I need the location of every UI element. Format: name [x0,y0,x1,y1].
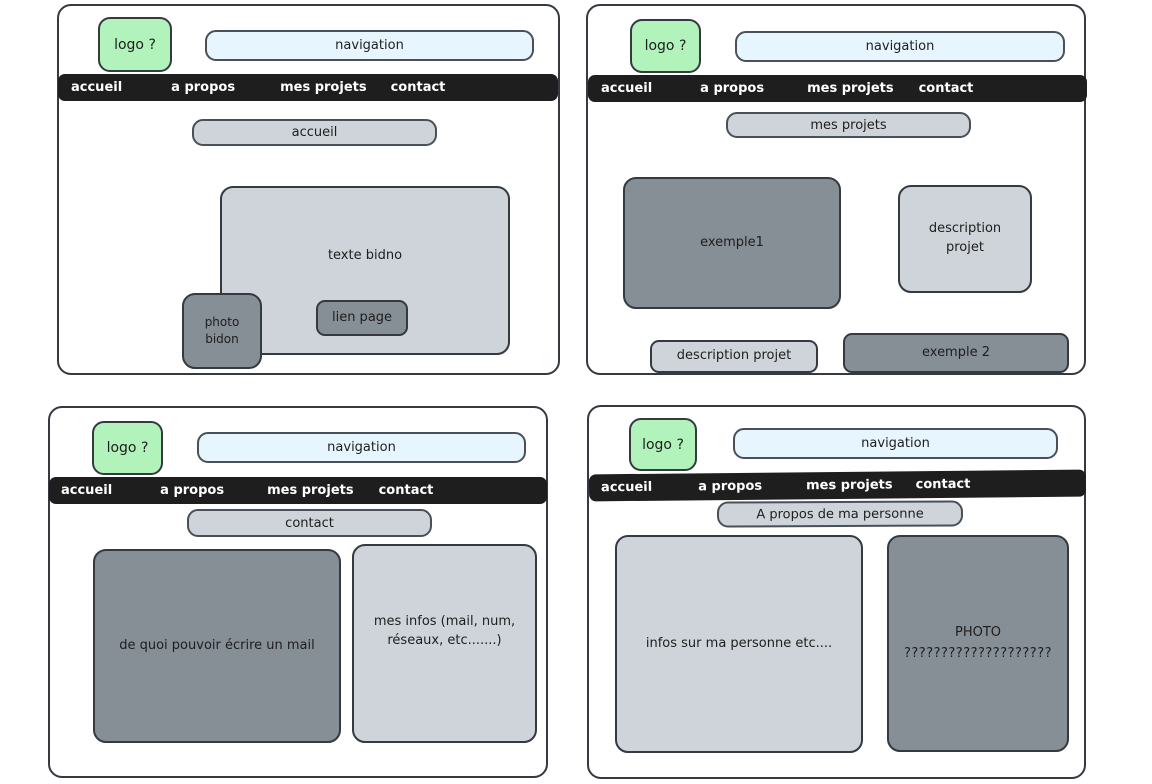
project-block-exemple-1-label: exemple1 [700,234,764,250]
project-description-bottom-label: description projet [676,348,792,364]
menu-item-contact-contact[interactable]: contact [378,483,434,498]
content-block-label: texte bidno [327,248,403,264]
menubar-contact[interactable]: accueil a propos mes projets contact [49,477,547,504]
about-photo-block: PHOTO ???????????????????? [887,535,1069,752]
page-title-projects: mes projets [726,112,971,138]
menu-item-mes-projets-projects[interactable]: mes projets [807,81,894,96]
page-title-contact: contact [187,509,432,537]
navigation-label-projects: navigation [865,39,935,54]
menu-item-a-propos-contact[interactable]: a propos [160,483,225,498]
page-title-label-about: A propos de ma personne [756,506,924,522]
page-title-home: accueil [192,119,437,146]
menu-item-mes-projets[interactable]: mes projets [280,80,367,95]
menubar-about[interactable]: accueil a propos mes projets contact [588,469,1087,502]
menu-item-accueil-about[interactable]: accueil [600,479,653,496]
menu-item-mes-projets-about[interactable]: mes projets [806,477,893,494]
navigation-bar[interactable]: navigation [205,30,534,61]
menu-item-a-propos-about[interactable]: a propos [698,478,763,495]
menu-item-accueil-projects[interactable]: accueil [601,81,653,96]
menu-item-contact[interactable]: contact [390,80,446,95]
contact-mail-block: de quoi pouvoir écrire un mail [93,549,341,743]
menu-item-a-propos-projects[interactable]: a propos [700,81,765,96]
logo-box[interactable]: logo ? [98,17,172,72]
project-description-bottom: description projet [650,340,818,373]
logo-box-projects[interactable]: logo ? [630,19,701,73]
menu-item-mes-projets-contact[interactable]: mes projets [267,483,354,498]
navigation-bar-contact[interactable]: navigation [197,432,526,463]
menu-item-contact-about[interactable]: contact [915,476,971,493]
project-description-right: description projet [898,185,1032,293]
navigation-label-contact: navigation [327,440,396,455]
contact-infos-block-label: mes infos (mail, num, réseaux, etc......… [373,613,516,648]
page-title-label-projects: mes projets [810,117,887,133]
link-block-label: lien page [331,309,393,325]
logo-box-about[interactable]: logo ? [629,418,697,471]
logo-label-projects: logo ? [644,38,687,54]
navigation-label-about: navigation [861,436,930,451]
menu-item-accueil[interactable]: accueil [71,80,123,95]
photo-block-label: photo bidon [204,314,240,346]
about-photo-block-text: PHOTO ???????????????????? [904,624,1052,664]
about-infos-block: infos sur ma personne etc.... [615,535,863,753]
about-infos-block-label: infos sur ma personne etc.... [645,635,833,651]
menu-item-a-propos[interactable]: a propos [171,80,236,95]
menubar-home[interactable]: accueil a propos mes projets contact [58,74,558,101]
navigation-bar-about[interactable]: navigation [733,428,1058,459]
project-block-exemple-1: exemple1 [623,177,841,309]
page-title-about: A propos de ma personne [716,500,964,528]
logo-label-contact: logo ? [106,440,149,456]
page-title-label: accueil [291,125,338,140]
page-title-label-contact: contact [285,515,334,531]
photo-block-photo-bidon: photo bidon [182,293,262,369]
link-block-lien-page[interactable]: lien page [316,300,408,336]
about-photo-marks: ???????????????????? [904,645,1052,661]
contact-mail-block-label: de quoi pouvoir écrire un mail [119,637,315,653]
navigation-label: navigation [335,38,404,53]
logo-label: logo ? [114,36,156,53]
logo-box-contact[interactable]: logo ? [92,421,163,475]
menubar-projects[interactable]: accueil a propos mes projets contact [588,75,1087,102]
menu-item-contact-projects[interactable]: contact [918,81,974,96]
project-block-exemple-2-label: exemple 2 [922,344,990,360]
menu-item-accueil-contact[interactable]: accueil [61,483,113,498]
project-block-exemple-2: exemple 2 [843,333,1069,373]
project-description-right-label: description projet [928,221,1002,255]
about-photo-title: PHOTO [954,624,1002,640]
navigation-bar-projects[interactable]: navigation [735,31,1065,62]
logo-label-about: logo ? [642,436,684,453]
contact-infos-block: mes infos (mail, num, réseaux, etc......… [352,544,537,743]
